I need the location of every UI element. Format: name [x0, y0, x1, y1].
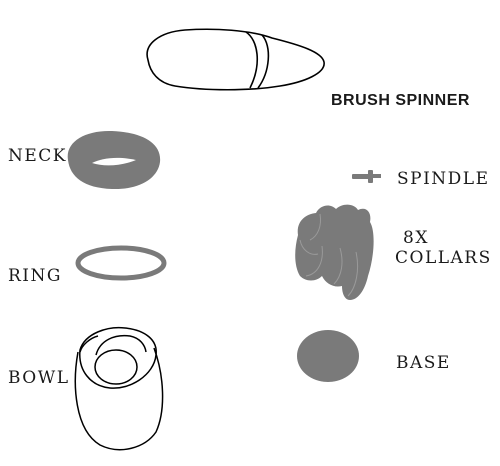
bowl-part [74, 326, 164, 451]
base-part [297, 330, 359, 382]
base-label: BASE [396, 353, 451, 373]
collars-part [295, 204, 374, 300]
ring-part [75, 245, 167, 281]
diagram-title: BRUSH SPINNER [331, 92, 470, 109]
spindle-label: SPINDLE [397, 169, 490, 189]
neck-part [67, 130, 161, 190]
spindle-part [352, 170, 381, 183]
collars-quantity-label: 8X [403, 228, 429, 248]
ring-label: RING [8, 266, 62, 286]
neck-label: NECK [8, 146, 67, 166]
brush-spinner-body [146, 28, 325, 91]
bowl-label: BOWL [8, 368, 70, 388]
collars-label: COLLARS [395, 248, 492, 268]
